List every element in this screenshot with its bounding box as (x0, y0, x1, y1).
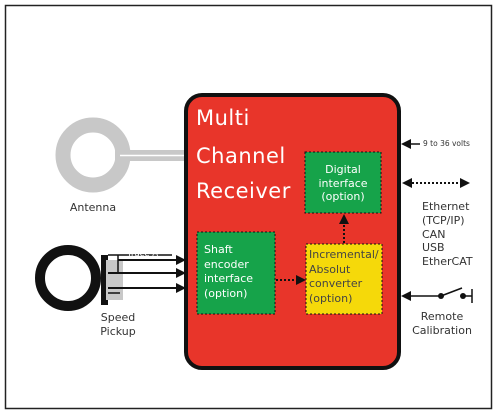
remote-calibration-switch-icon (401, 287, 473, 303)
receiver-title-line-3: Receiver (196, 179, 291, 203)
speed-pickup-label: Speed Pickup (88, 311, 148, 338)
antenna-icon (55, 117, 188, 193)
comm-line-can: CAN (422, 227, 446, 241)
comm-line-ethernet: Ethernet (422, 200, 470, 213)
shaft-encoder-text: Shaft encoder interface (option) (204, 243, 253, 301)
comm-line-ethercat: EtherCAT (422, 255, 473, 269)
incremental-line-4: (option) (309, 291, 353, 305)
remote-line-1: Remote (420, 310, 464, 323)
receiver-title-line-2: Channel (196, 144, 286, 168)
communication-protocols: Ethernet (TCP/IP) CAN USB EtherCAT (422, 200, 473, 269)
incremental-line-2: Absolut (309, 262, 351, 276)
speed-pickup-line-2: Pickup (100, 324, 136, 338)
trace-arrows (108, 254, 186, 294)
shaft-encoder-line-3: interface (204, 272, 254, 285)
remote-line-2: Calibration (412, 323, 472, 337)
converter-to-digital-arrow (339, 214, 349, 243)
communication-double-arrow (402, 178, 470, 188)
incremental-line-1: Incremental/ (309, 248, 379, 261)
speed-pickup-line-1: Speed (100, 311, 136, 324)
power-input-arrow (401, 139, 420, 149)
digital-line-3: (option) (321, 190, 365, 203)
incremental-converter-text: Incremental/ Absolut converter (option) (309, 248, 379, 306)
remote-calibration-label: Remote Calibration (402, 310, 482, 337)
digital-line-2: interface (318, 176, 368, 190)
trace-a-label: Trace A (127, 249, 159, 259)
shaft-encoder-line-2: encoder (204, 257, 249, 271)
shaft-encoder-line-4: (option) (204, 286, 248, 300)
trace-b-label: Trace B (127, 264, 159, 274)
digital-interface-text: Digital interface (option) (305, 163, 381, 204)
receiver-title-line-1: Multi (196, 106, 250, 130)
shaft-encoder-line-1: Shaft (204, 243, 233, 256)
comm-line-tcpip: (TCP/IP) (422, 213, 465, 227)
shaft-encoder-module (196, 231, 276, 315)
incremental-line-3: converter (309, 277, 363, 290)
digital-interface-module (304, 151, 382, 214)
shaft-to-converter-arrow (276, 275, 306, 285)
voltage-label: 9 to 36 volts (423, 139, 470, 148)
trace-0-label: Trace 0 (127, 280, 158, 290)
comm-line-usb: USB (422, 241, 445, 255)
antenna-label: Antenna (69, 201, 117, 214)
digital-line-1: Digital (325, 163, 361, 176)
incremental-converter-module (305, 243, 383, 315)
